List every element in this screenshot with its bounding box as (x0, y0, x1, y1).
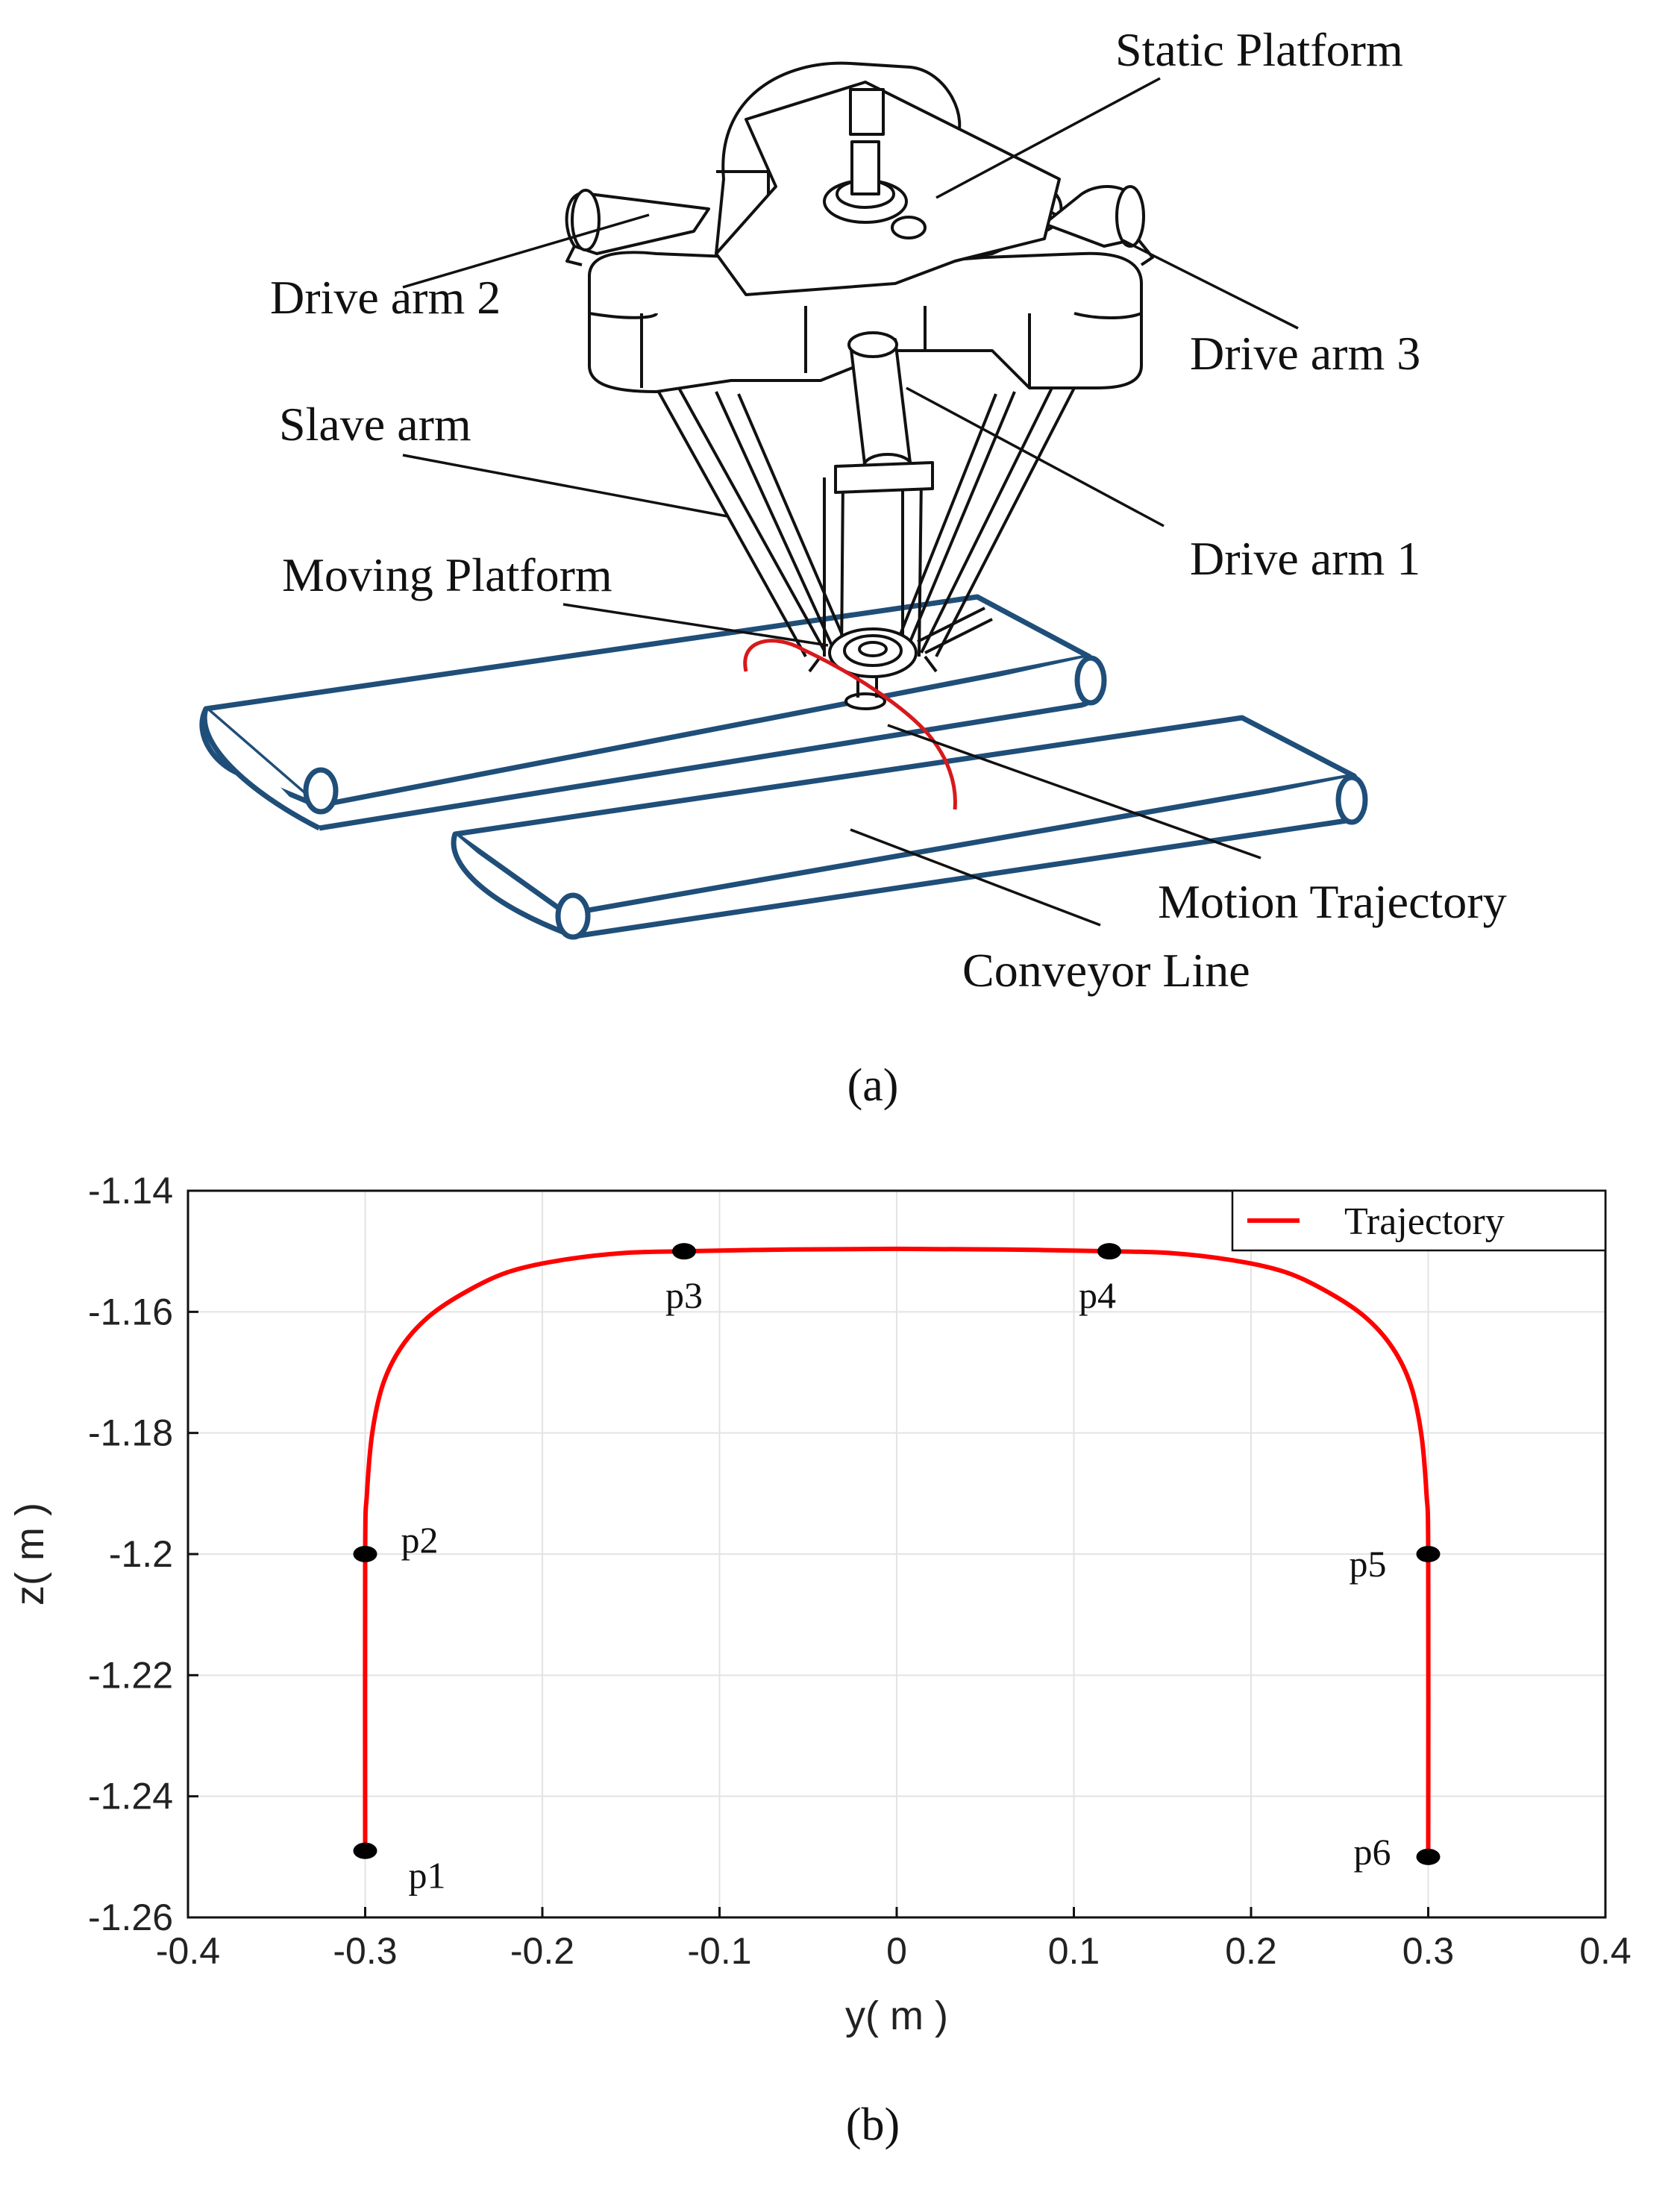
y-axis-label: z( m ) (7, 1503, 52, 1606)
waypoint-p6 (1416, 1848, 1441, 1865)
y-tick-label: -1.24 (88, 1776, 173, 1817)
x-tick-label: -0.4 (156, 1930, 220, 1972)
y-tick-label: -1.14 (88, 1170, 173, 1212)
waypoint-label-p4: p4 (1079, 1274, 1116, 1316)
x-tick-label: -0.1 (687, 1930, 751, 1972)
y-tick-label: -1.22 (88, 1654, 173, 1696)
label-motion-trajectory: Motion Trajectory (1158, 875, 1507, 928)
label-conveyor-line: Conveyor Line (962, 944, 1250, 997)
y-tick-label: -1.18 (88, 1412, 173, 1454)
x-tick-label: 0.2 (1225, 1930, 1277, 1972)
y-tick-label: -1.16 (88, 1291, 173, 1332)
x-tick-label: 0 (886, 1930, 907, 1972)
trajectory-chart: -0.4 -0.3 -0.2 -0.1 0 0.1 0.2 0.3 0.4 -1.14 -1.16 -… (7, 1170, 1632, 2150)
caption-b: (b) (846, 2099, 900, 2150)
y-tick-label: -1.2 (109, 1533, 173, 1575)
waypoint-p5 (1416, 1546, 1441, 1562)
x-tick-label: -0.2 (510, 1930, 574, 1972)
chart-ticks: -0.4 -0.3 -0.2 -0.1 0 0.1 0.2 0.3 0.4 -1.14 -1.16 -… (88, 1170, 1632, 1972)
label-drive-arm-3: Drive arm 3 (1190, 327, 1420, 380)
moving-platform (808, 627, 938, 710)
leader-lines (402, 77, 1299, 927)
waypoint-p1 (353, 1842, 377, 1859)
x-tick-label: 0.3 (1402, 1930, 1455, 1972)
trajectory-line (363, 1246, 1431, 1857)
panel-a-illustration: Static Platform Drive arm 2 Drive arm 3 … (199, 23, 1507, 1111)
conveyor-belt-front (451, 715, 1368, 940)
waypoint-label-p2: p2 (401, 1519, 439, 1561)
waypoint-label-p6: p6 (1354, 1831, 1391, 1873)
waypoint-label-p3: p3 (665, 1274, 703, 1316)
x-axis-label: y( m ) (845, 1994, 948, 2038)
x-tick-label: -0.3 (333, 1930, 397, 1972)
waypoint-p3 (672, 1243, 696, 1260)
label-slave-arm: Slave arm (279, 398, 471, 451)
chart-legend: Trajectory (1231, 1189, 1607, 1252)
legend-label-trajectory: Trajectory (1344, 1200, 1505, 1243)
x-tick-label: 0.4 (1579, 1930, 1632, 1972)
label-drive-arm-2: Drive arm 2 (270, 271, 501, 324)
slave-arms (655, 387, 1076, 657)
waypoint-label-p5: p5 (1350, 1543, 1387, 1585)
drive-arm-1 (834, 331, 934, 494)
trajectory-points: p1 p2 p3 p4 p5 p6 (353, 1243, 1441, 1897)
static-platform-plate (715, 81, 1061, 296)
drive-arm-3 (1043, 185, 1154, 266)
y-tick-label: -1.26 (88, 1897, 173, 1938)
label-moving-platform: Moving Platform (282, 548, 612, 601)
waypoint-p2 (353, 1546, 377, 1562)
waypoint-p4 (1097, 1243, 1121, 1260)
x-tick-label: 0.1 (1048, 1930, 1100, 1972)
label-drive-arm-1: Drive arm 1 (1190, 532, 1420, 585)
motion-trajectory-curve (743, 639, 957, 810)
waypoint-label-p1: p1 (409, 1855, 446, 1897)
caption-a: (a) (847, 1060, 899, 1111)
label-static-platform: Static Platform (1115, 23, 1403, 76)
